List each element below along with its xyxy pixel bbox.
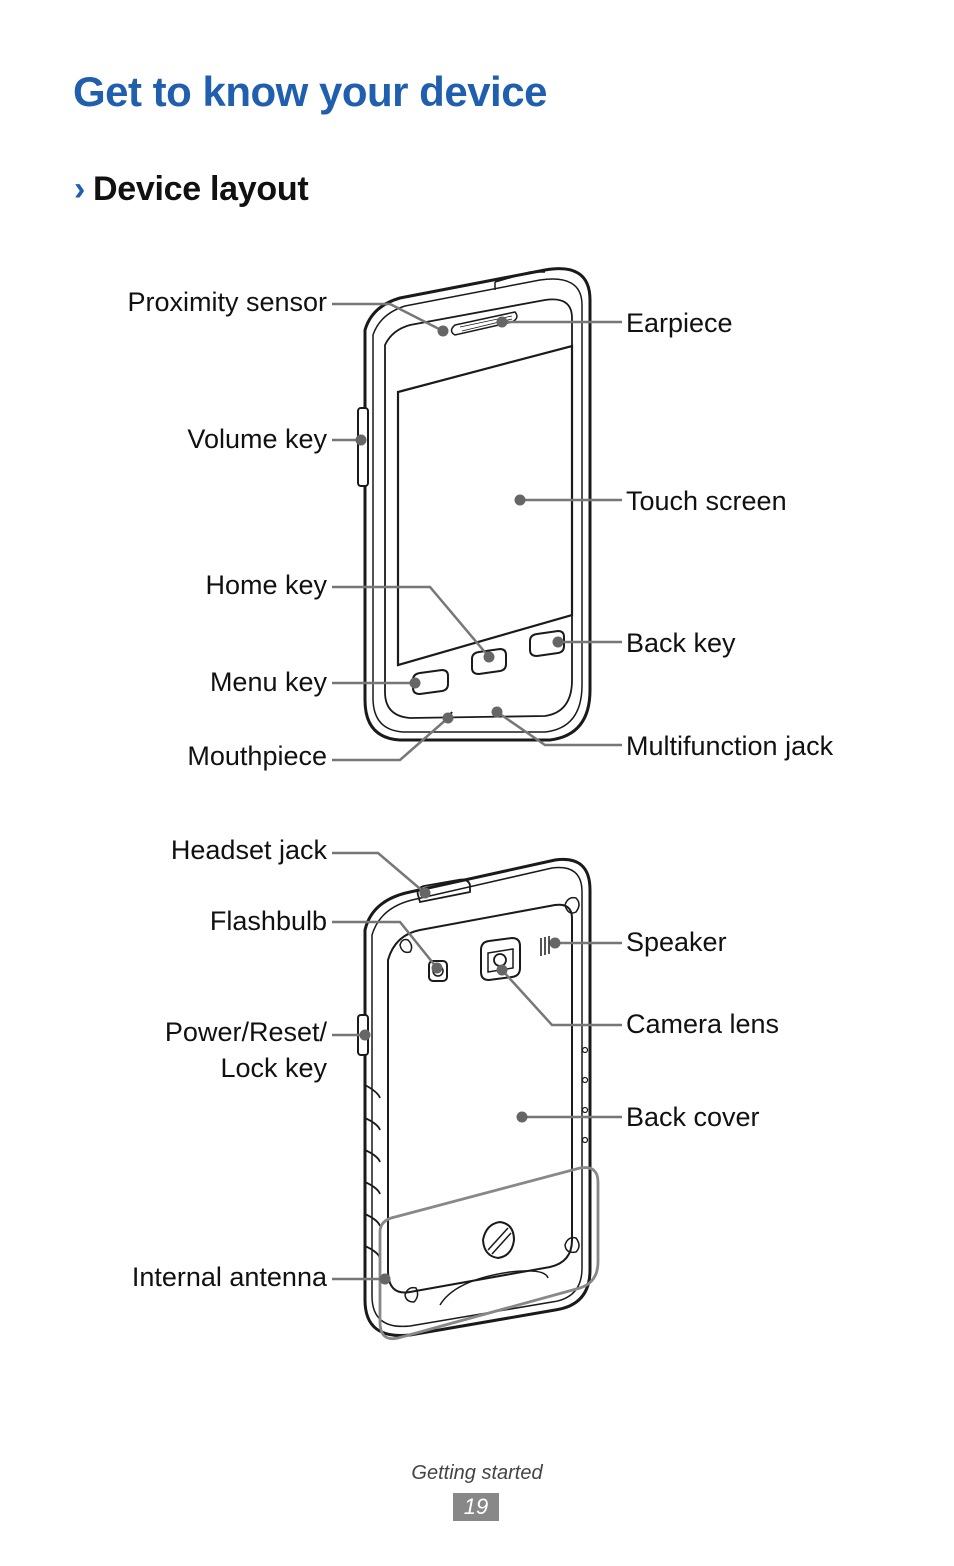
front-leader-dots bbox=[355, 316, 564, 724]
back-leader-dots bbox=[359, 887, 561, 1285]
front-phone-illustration bbox=[357, 267, 592, 742]
label-flashbulb: Flashbulb bbox=[210, 906, 327, 936]
label-camera-lens: Camera lens bbox=[626, 1009, 779, 1039]
footer-section-name: Getting started bbox=[411, 1462, 543, 1484]
back-callout-labels: Headset jack Flashbulb Power/Reset/ Lock… bbox=[132, 835, 779, 1292]
chevron-right-icon: › bbox=[74, 170, 86, 208]
label-earpiece: Earpiece bbox=[626, 308, 733, 338]
page-title: Get to know your device bbox=[73, 68, 547, 115]
label-mouthpiece: Mouthpiece bbox=[187, 741, 327, 771]
label-volume-key: Volume key bbox=[187, 424, 327, 454]
label-proximity-sensor: Proximity sensor bbox=[127, 287, 327, 317]
front-callout-labels: Proximity sensor Volume key Home key Men… bbox=[127, 287, 833, 771]
internal-antenna-outline bbox=[378, 1166, 600, 1341]
front-leader-lines bbox=[332, 302, 622, 762]
section-heading: ›Device layout bbox=[74, 170, 309, 209]
label-speaker: Speaker bbox=[626, 927, 727, 957]
label-menu-key: Menu key bbox=[210, 667, 328, 697]
label-touch-screen: Touch screen bbox=[626, 486, 787, 516]
label-home-key: Home key bbox=[205, 570, 327, 600]
label-internal-antenna: Internal antenna bbox=[132, 1262, 328, 1292]
label-power-reset-line2: Lock key bbox=[220, 1053, 327, 1083]
label-headset-jack: Headset jack bbox=[171, 835, 328, 865]
label-power-reset-line1: Power/Reset/ bbox=[165, 1017, 328, 1047]
page-number: 19 bbox=[453, 1493, 499, 1521]
back-phone-illustration bbox=[357, 857, 592, 1338]
label-multifunction-jack: Multifunction jack bbox=[626, 731, 834, 761]
section-title: Device layout bbox=[93, 170, 309, 208]
label-back-key: Back key bbox=[626, 628, 736, 658]
label-back-cover: Back cover bbox=[626, 1102, 760, 1132]
back-leader-lines bbox=[332, 851, 622, 1281]
